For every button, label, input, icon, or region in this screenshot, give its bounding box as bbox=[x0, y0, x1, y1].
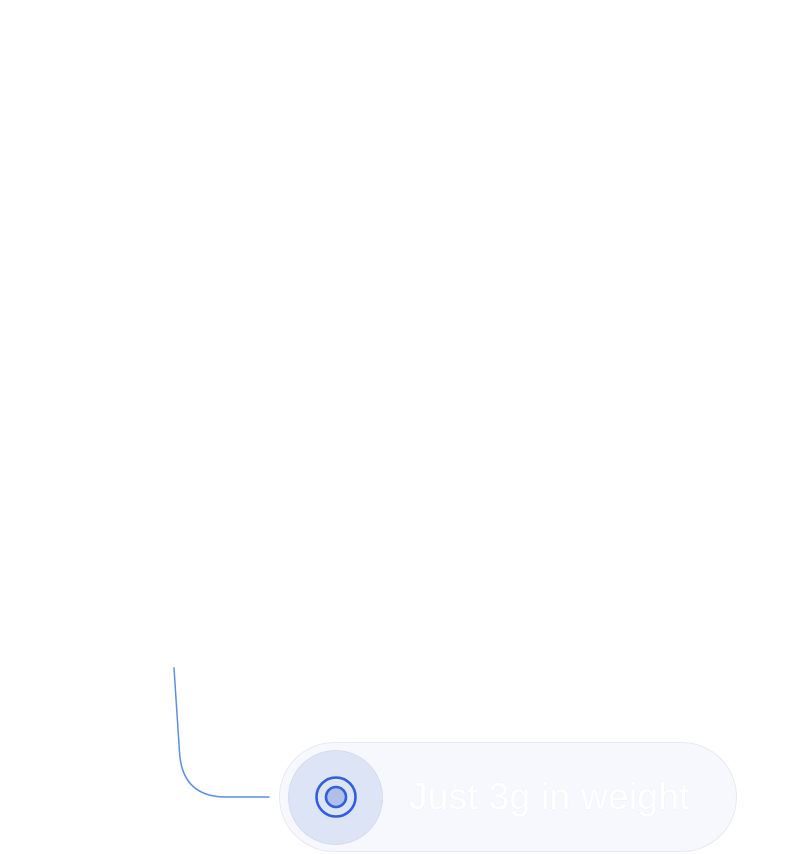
target-icon bbox=[314, 776, 357, 818]
icon-badge bbox=[288, 749, 383, 845]
feature-label: Just 3g in weight bbox=[409, 776, 690, 817]
feature-pill: Just 3g in weight bbox=[279, 742, 737, 852]
connector-path bbox=[173, 667, 270, 798]
